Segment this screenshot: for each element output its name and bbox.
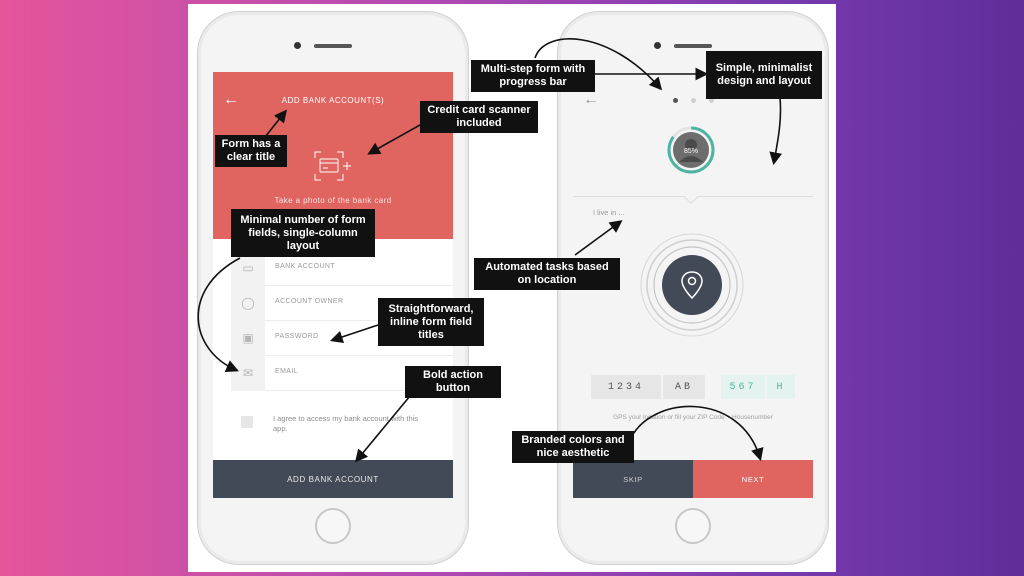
- step-dot: [691, 98, 696, 103]
- back-arrow-icon[interactable]: ←: [223, 91, 239, 108]
- back-arrow-icon[interactable]: ←: [583, 91, 599, 108]
- note-bold-action: Bold action button: [405, 366, 501, 398]
- note-minimal-fields: Minimal number of form fields, single-co…: [231, 209, 375, 257]
- zip-letters-input[interactable]: AB: [663, 375, 705, 399]
- note-inline-titles: Straightforward, inline form field title…: [378, 298, 484, 346]
- photo-hint: Take a photo of the bank card: [274, 196, 392, 205]
- note-automated: Automated tasks based on location: [474, 258, 620, 290]
- progress-ring: [667, 126, 715, 174]
- email-field[interactable]: ✉ EMAIL: [231, 355, 453, 391]
- next-button[interactable]: NEXT: [693, 460, 813, 498]
- home-button[interactable]: [315, 508, 351, 544]
- note-card-scanner: Credit card scanner included: [420, 101, 538, 133]
- note-branded: Branded colors and nice aesthetic: [512, 431, 634, 463]
- agree-text: I agree to access my bank account with t…: [273, 414, 419, 433]
- home-button[interactable]: [675, 508, 711, 544]
- user-icon: ◯: [231, 285, 265, 321]
- zip-digits-input[interactable]: 1234: [591, 375, 661, 399]
- agree-checkbox[interactable]: [241, 416, 253, 428]
- avatar-progress[interactable]: 85%: [667, 126, 715, 174]
- card-scanner-icon[interactable]: [313, 150, 351, 182]
- lock-icon: ▣: [231, 320, 265, 356]
- location-button[interactable]: [639, 232, 745, 338]
- mail-icon: ✉: [231, 355, 265, 391]
- skip-button[interactable]: SKIP: [573, 460, 693, 498]
- field-label: EMAIL: [275, 368, 299, 375]
- front-camera: [654, 42, 661, 49]
- note-multi-step: Multi-step form with progress bar: [471, 60, 595, 92]
- add-bank-account-button[interactable]: ADD BANK ACCOUNT: [213, 460, 453, 498]
- field-label: ACCOUNT OWNER: [275, 298, 344, 305]
- field-label: PASSWORD: [275, 333, 319, 340]
- step-dot: [709, 98, 714, 103]
- note-minimalist: Simple, minimalist design and layout: [706, 51, 822, 99]
- field-label: BANK ACCOUNT: [275, 263, 336, 270]
- earpiece-speaker: [314, 44, 352, 48]
- live-in-prompt: I live in ...: [593, 208, 625, 217]
- house-suffix-input[interactable]: H: [767, 375, 795, 399]
- front-camera: [294, 42, 301, 49]
- step-progress-dots: [673, 98, 719, 104]
- location-pin-icon: [681, 271, 703, 300]
- house-number-input[interactable]: 567: [721, 375, 765, 399]
- page-title: ADD BANK ACCOUNT(S): [281, 96, 385, 105]
- note-form-title: Form has a clear title: [215, 135, 287, 167]
- progress-label: 85%: [684, 148, 698, 155]
- step-dot-active: [673, 98, 678, 103]
- gps-hint: GPS your location or fill your ZIP Code …: [613, 414, 773, 421]
- earpiece-speaker: [674, 44, 712, 48]
